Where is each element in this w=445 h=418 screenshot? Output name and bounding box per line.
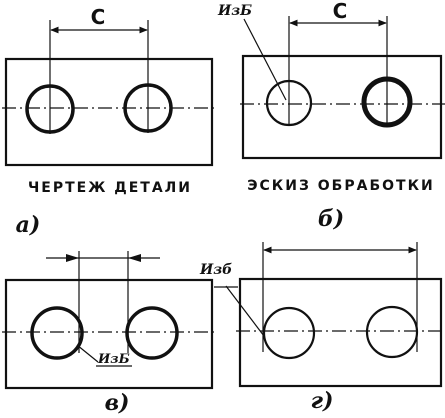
part-outline	[4, 278, 214, 390]
caption-b: ЭСКИЗ ОБРАБОТКИ	[247, 178, 434, 194]
panel-letter-v: в)	[105, 390, 130, 416]
panel-v	[2, 251, 216, 390]
base-label-b: ИзБ	[217, 3, 252, 19]
panel-g	[214, 242, 445, 388]
caption-a: ЧЕРТЕЖ ДЕТАЛИ	[28, 180, 192, 196]
base-leader	[76, 344, 99, 363]
panel-letter-a: а)	[16, 212, 41, 238]
panel-letter-b: б)	[318, 206, 344, 232]
part-outline	[4, 57, 214, 167]
hole-left	[262, 306, 316, 360]
base-leader	[243, 18, 287, 101]
base-leader	[225, 285, 265, 337]
panel-b	[240, 16, 445, 160]
hole-right	[125, 306, 179, 360]
hole-left	[30, 306, 84, 360]
base-label-g: Изб	[199, 262, 232, 278]
dimension-label-a: С	[91, 5, 106, 29]
part-outline	[238, 277, 443, 388]
panel-letter-g: г)	[311, 388, 334, 414]
part-outline	[241, 54, 443, 160]
hole-right	[365, 305, 419, 359]
dimension-arrow-right	[128, 254, 141, 262]
panel-a	[2, 20, 218, 167]
dimension-label-b: С	[333, 0, 348, 23]
dimension-arrow-left	[66, 254, 79, 262]
base-label-v: ИзБ	[97, 352, 130, 367]
